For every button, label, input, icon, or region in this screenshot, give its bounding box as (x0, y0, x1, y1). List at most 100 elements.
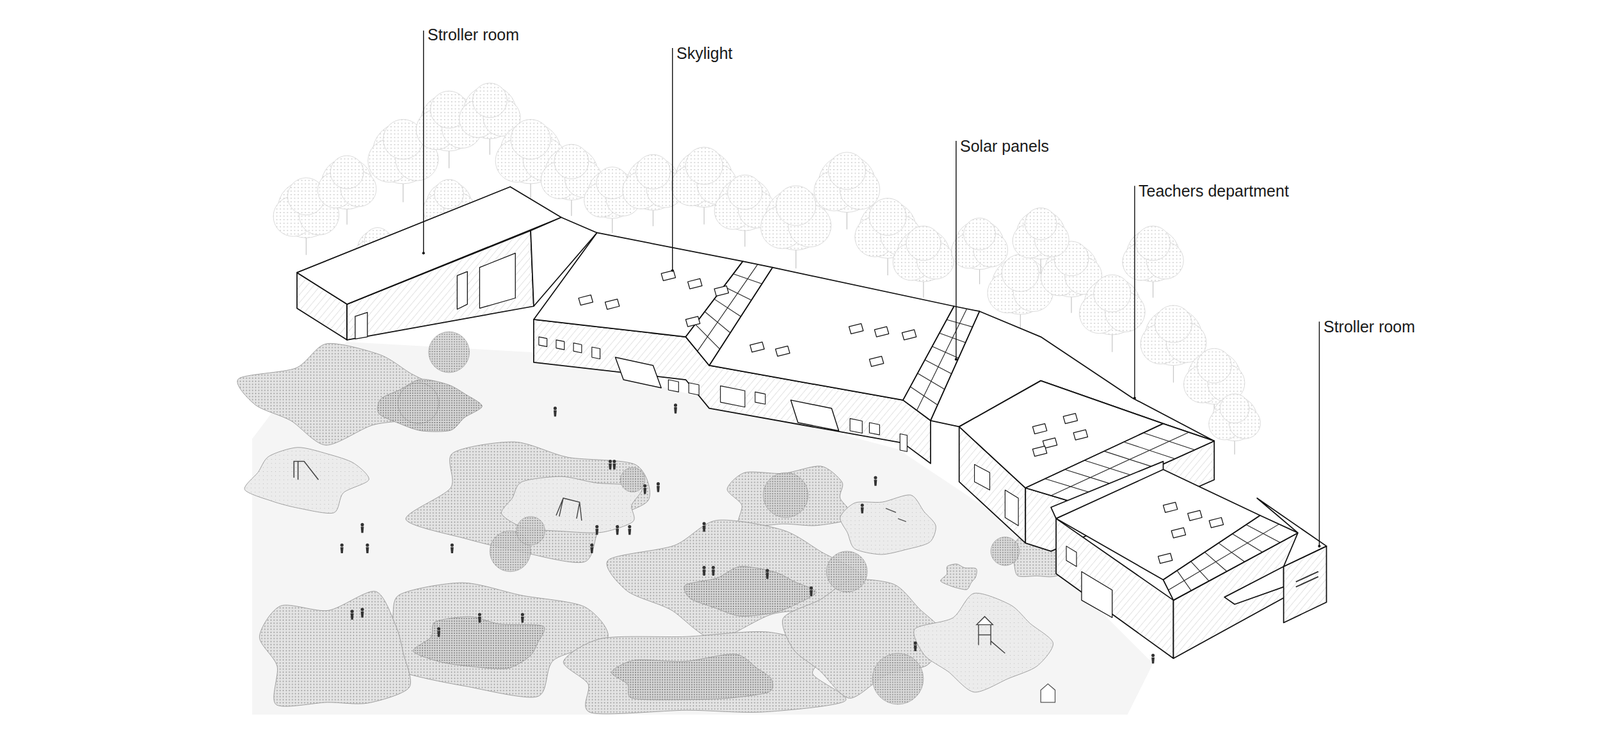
leader-line (672, 48, 673, 271)
shrub (826, 551, 868, 592)
skylight (750, 341, 765, 352)
person-head (643, 483, 647, 488)
person-body (711, 569, 715, 576)
person-head (673, 403, 678, 407)
skylight (1163, 501, 1178, 512)
tree-crown (776, 185, 816, 226)
window (720, 385, 745, 408)
person-body (590, 546, 594, 553)
play-area (913, 592, 1054, 692)
skylight (775, 345, 790, 356)
person-head (1151, 653, 1155, 657)
window (479, 252, 516, 308)
leader-lines (422, 30, 1321, 548)
person-body (860, 506, 864, 514)
callout-label: Stroller room (1323, 316, 1416, 336)
leader-dot (671, 268, 674, 272)
play-area (244, 447, 369, 514)
solar-panels (685, 261, 773, 366)
tree-crown (1154, 305, 1192, 343)
person-body (350, 613, 354, 620)
window (573, 343, 582, 353)
person-body (366, 546, 370, 553)
person-body (673, 407, 678, 414)
skylight (901, 329, 916, 340)
leader-dot (422, 251, 425, 255)
callout-label: Solar panels (960, 136, 1049, 156)
callout-label: Teachers department (1138, 181, 1289, 201)
person-head (595, 524, 599, 528)
swing (556, 497, 582, 521)
person-body (608, 463, 612, 470)
play-area (840, 494, 937, 555)
play-area (377, 378, 482, 432)
play-tower (976, 616, 1006, 653)
door (456, 271, 468, 310)
person-head (702, 521, 706, 525)
tree-crown (472, 83, 507, 118)
person-body (615, 528, 619, 536)
person-head (711, 565, 715, 569)
play-area (611, 653, 774, 700)
person-body (360, 526, 365, 534)
tree-crown (685, 147, 723, 185)
person-head (608, 459, 612, 463)
skylight (1171, 527, 1186, 538)
person-head (478, 612, 482, 616)
person-body (520, 616, 525, 623)
person-body (450, 546, 454, 553)
leader-dot (954, 357, 958, 361)
play-area (237, 343, 444, 445)
entrance (1081, 571, 1113, 618)
person-head (340, 543, 344, 547)
door (355, 312, 368, 339)
sandbox-house (1040, 683, 1055, 703)
person-head (873, 476, 877, 480)
leader-line (423, 30, 424, 254)
play-area (940, 563, 978, 590)
shrub (398, 382, 440, 424)
leader-line (1319, 321, 1320, 546)
play-equipment (293, 461, 1055, 703)
shrub (990, 536, 1020, 566)
window (899, 433, 907, 452)
person-body (643, 487, 647, 495)
shrub (763, 472, 809, 518)
tree-crown (963, 218, 996, 251)
skylight (869, 355, 884, 367)
building (296, 186, 1327, 659)
person-head (612, 459, 616, 463)
tree-crown (1093, 274, 1131, 312)
person-body (340, 546, 344, 553)
skylight (1032, 423, 1047, 434)
play-area (727, 465, 854, 528)
tree-crown (510, 119, 551, 160)
shrub (428, 331, 470, 373)
person-head (913, 641, 918, 645)
skylight (605, 298, 620, 310)
signage (1296, 571, 1319, 587)
callout-label: Stroller room (427, 24, 520, 45)
person-head (437, 626, 441, 630)
skylight (1208, 517, 1224, 528)
tree-crown (906, 225, 941, 261)
leader-line (1134, 185, 1135, 399)
person-head (360, 522, 365, 527)
person-head (627, 524, 632, 528)
callout-label: Skylight (676, 43, 733, 63)
shrub (516, 516, 546, 546)
tree-crown (727, 174, 763, 210)
person-head (765, 568, 769, 573)
skylight (714, 285, 729, 296)
skylight (1158, 552, 1173, 564)
tree-crown (330, 155, 364, 189)
person-body (478, 616, 482, 623)
person-head (615, 524, 619, 528)
person-body (809, 589, 813, 596)
people (340, 403, 1155, 664)
tree-crown (1219, 393, 1250, 424)
rocker (885, 508, 907, 522)
person-body (553, 410, 557, 417)
tree-crown (869, 198, 907, 236)
